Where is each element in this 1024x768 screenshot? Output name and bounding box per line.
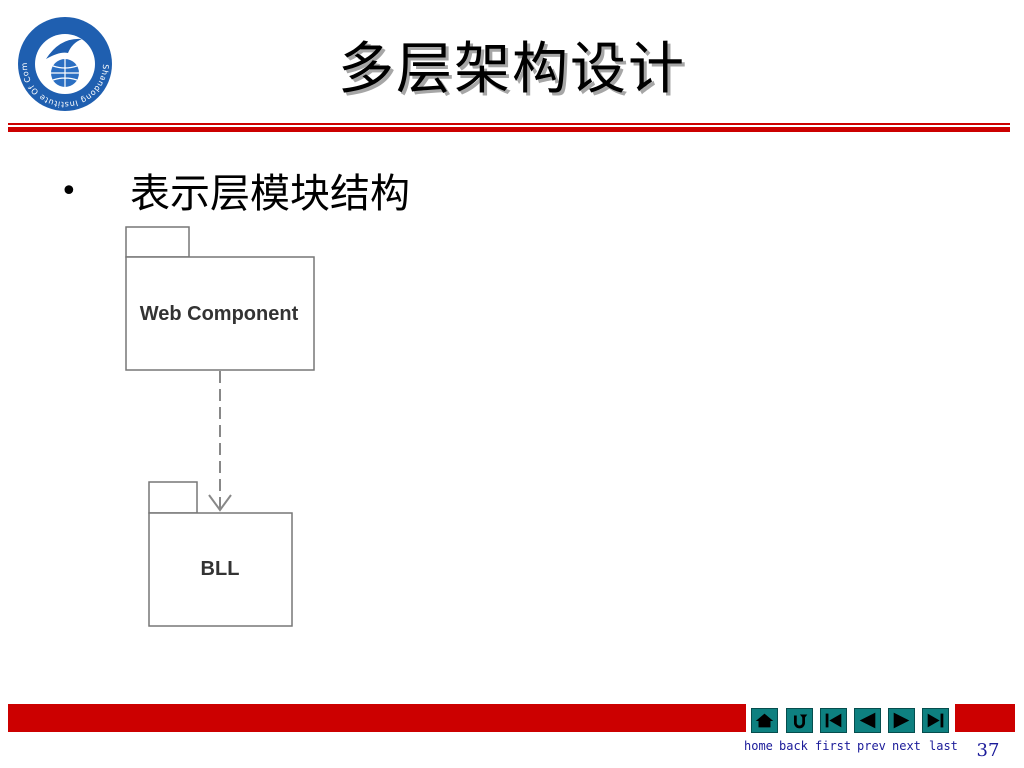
nav-first-button[interactable]	[820, 708, 847, 733]
nav-first-link[interactable]: first	[815, 739, 852, 753]
dependency-arrow	[208, 371, 232, 512]
return-arrow-icon	[793, 714, 808, 729]
package-web-component: Web Component	[125, 226, 315, 371]
footer-bar-right	[955, 704, 1015, 732]
home-icon	[755, 713, 774, 728]
next-triangle-icon	[893, 712, 910, 729]
nav-home-link[interactable]: home	[744, 739, 773, 753]
page-title: 多层架构设计	[338, 37, 686, 102]
bullet-marker: •	[60, 174, 78, 209]
package-label-bll: BLL	[201, 558, 240, 580]
nav-last-link[interactable]: last	[929, 739, 958, 753]
footer-bar-left	[8, 704, 746, 732]
nav-prev-link[interactable]: prev	[857, 739, 886, 753]
nav-back-link[interactable]: back	[779, 739, 808, 753]
first-page-icon	[825, 713, 842, 728]
nav-next-button[interactable]	[888, 708, 915, 733]
header-rule-top	[8, 123, 1010, 125]
page-number: 37	[976, 740, 1000, 761]
last-page-icon	[927, 713, 944, 728]
nav-next-link[interactable]: next	[892, 739, 921, 753]
package-bll: BLL	[148, 481, 293, 627]
package-label-web: Web Component	[140, 303, 299, 325]
nav-home-button[interactable]	[751, 708, 778, 733]
prev-triangle-icon	[859, 712, 876, 729]
nav-back-button[interactable]	[786, 708, 813, 733]
header-rule-bottom	[8, 127, 1010, 132]
institute-seal-icon: Shandong Institute Of Commerce	[16, 15, 112, 111]
section-subtitle: 表示层模块结构	[130, 171, 410, 217]
nav-prev-button[interactable]	[854, 708, 881, 733]
nav-last-button[interactable]	[922, 708, 949, 733]
